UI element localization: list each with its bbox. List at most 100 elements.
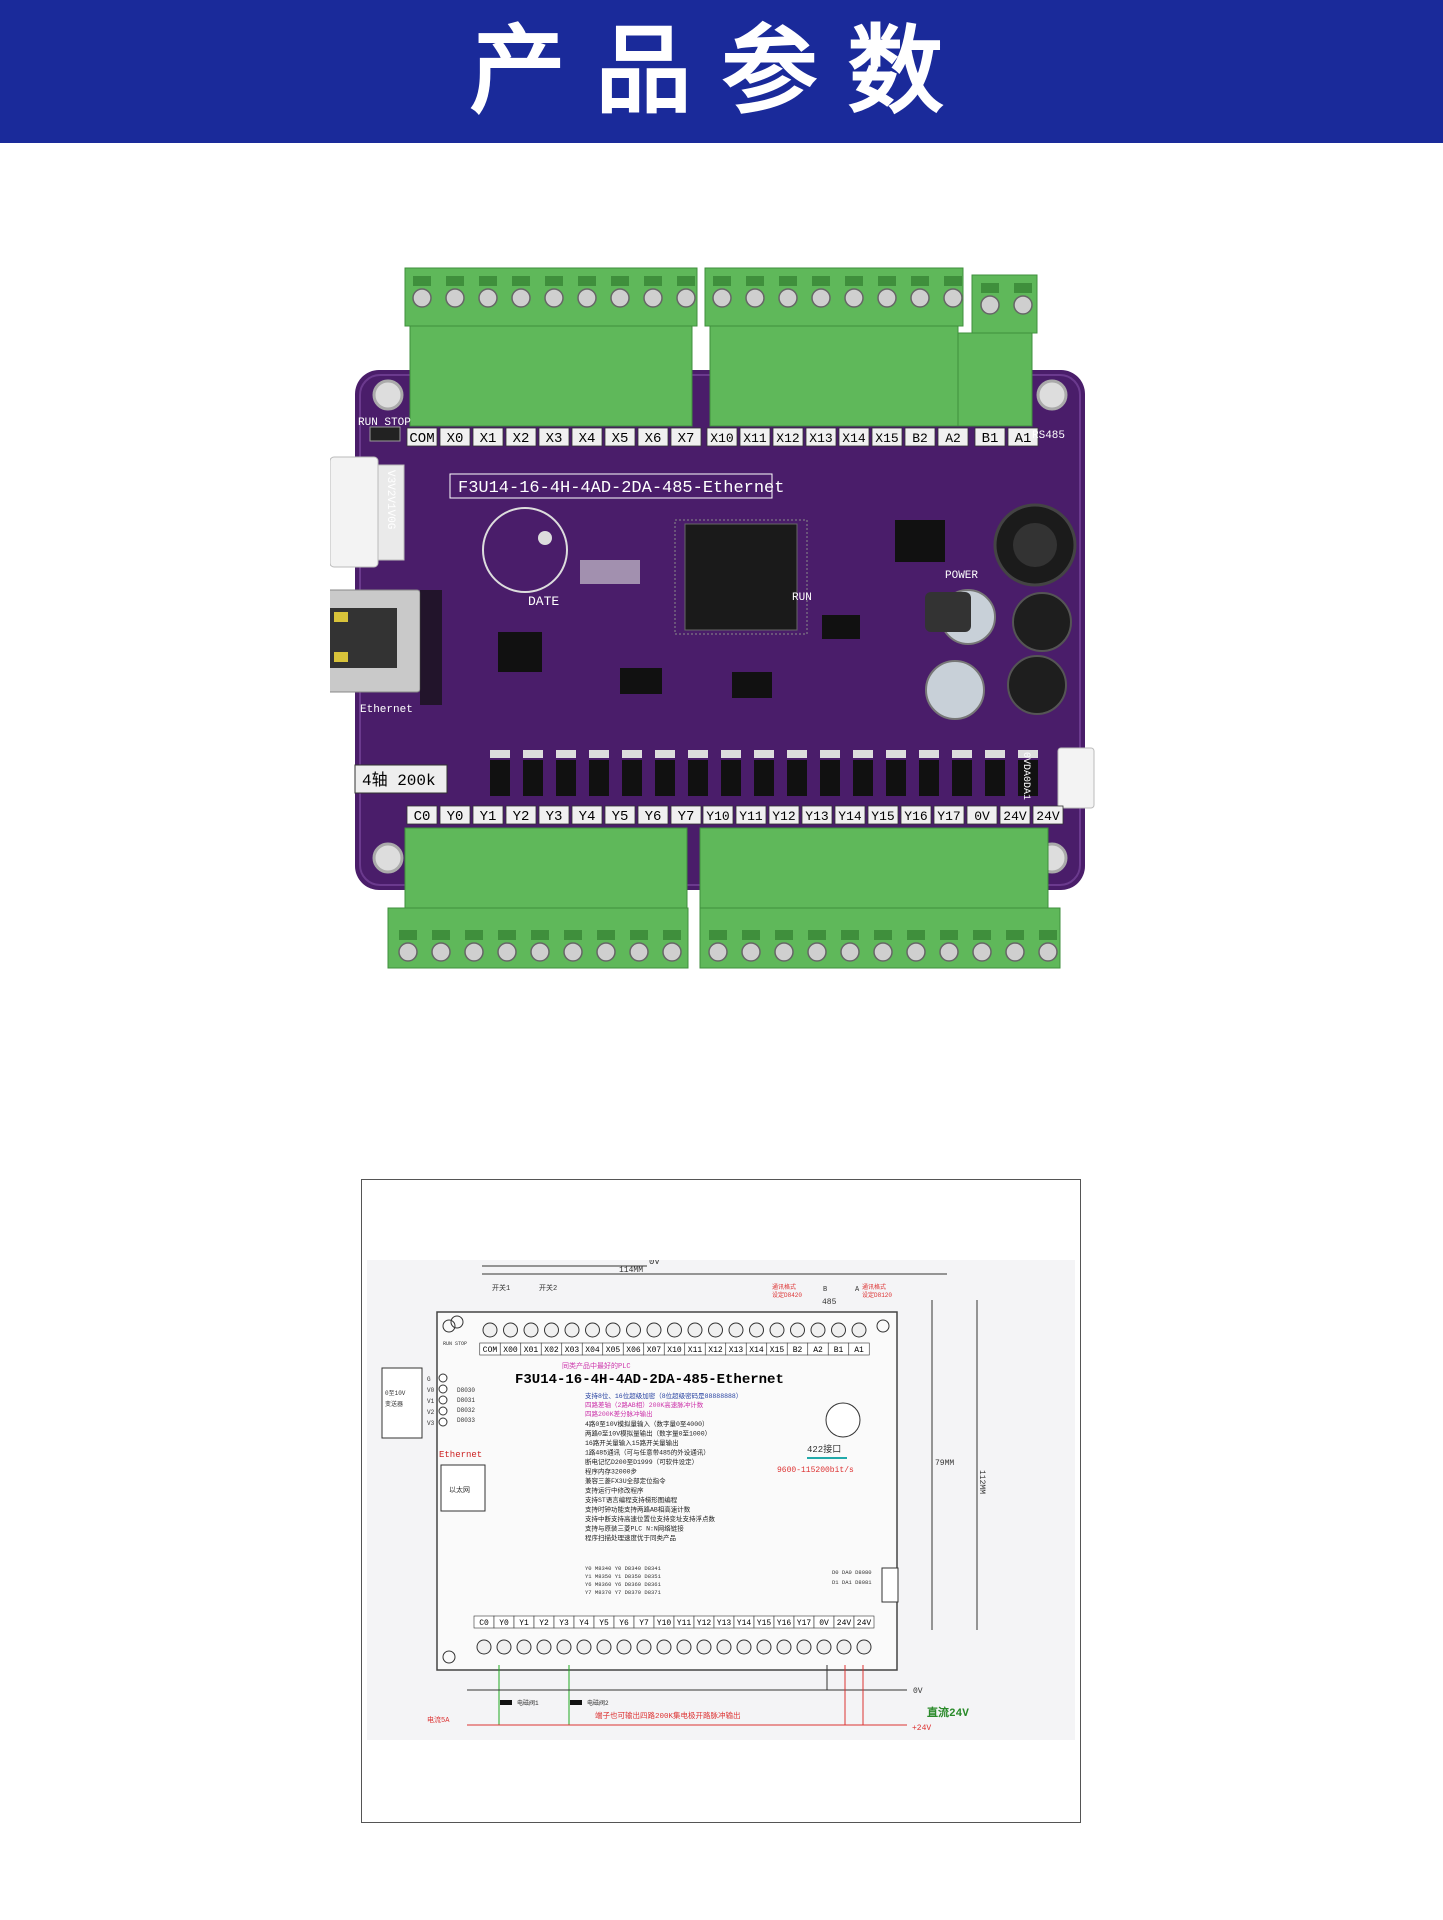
- terminal-slot: [564, 930, 582, 940]
- axis-badge: 4轴 200k: [362, 771, 436, 790]
- top-terminal-block-1: [404, 267, 698, 427]
- output-transistor: [919, 760, 939, 796]
- diagram-screw: [810, 1322, 826, 1338]
- dim-height-inner: 79MM: [935, 1459, 954, 1468]
- terminal-label: X11: [743, 431, 767, 446]
- ad-label: V0: [427, 1387, 435, 1394]
- screw: [431, 942, 451, 962]
- terminal-slot: [911, 276, 929, 286]
- terminal-slot: [841, 930, 859, 940]
- diagram-terminal-label: X00: [503, 1346, 518, 1355]
- diagram-din-connector: [825, 1402, 861, 1438]
- diagram-terminal-label: B2: [793, 1346, 803, 1355]
- feature-line: 支持ST语言编程支持梯形图编程: [585, 1495, 678, 1504]
- output-transistor: [820, 760, 840, 796]
- ad-label: V1: [427, 1398, 435, 1405]
- terminal-label: C0: [414, 809, 431, 825]
- diagram-screw: [816, 1639, 832, 1655]
- terminal-label: Y13: [805, 809, 828, 824]
- screw: [398, 942, 418, 962]
- screw: [563, 942, 583, 962]
- screw: [1038, 942, 1058, 962]
- diagram-ethernet: Ethernet: [439, 1450, 482, 1460]
- date-label: DATE: [528, 594, 559, 609]
- diagram-terminal-label: Y14: [737, 1619, 752, 1628]
- mcu-chip: [684, 523, 798, 631]
- rtc-battery: [482, 507, 568, 593]
- wiring-diagram: 114MM 0V 开关1 开关2 B A 485 通讯格式 设定D8420 通讯…: [367, 1257, 1075, 1740]
- y-register: Y0 M8340 Y0 D8340 D8341: [585, 1565, 662, 1572]
- valve2: 电磁阀2: [587, 1699, 609, 1707]
- terminal-label: COM: [409, 431, 434, 447]
- diagram-terminal-label: X06: [626, 1346, 641, 1355]
- net-box: 以太网: [449, 1485, 470, 1495]
- side-connector: [329, 456, 379, 568]
- output-note: 端子也可输出四路200K集电极开路脉冲输出: [595, 1710, 741, 1721]
- terminal-label: Y14: [838, 809, 862, 824]
- terminal-label: X4: [579, 431, 596, 447]
- label-485: 485: [822, 1298, 837, 1307]
- terminal-label: Y1: [480, 809, 497, 825]
- terminal-label: 24V: [1036, 809, 1060, 824]
- terminal-label: X3: [546, 431, 563, 447]
- screw: [906, 942, 926, 962]
- y-register: Y6 M8360 Y6 D8360 D8361: [585, 1581, 662, 1588]
- y-register: Y7 M8370 Y7 D8370 D8371: [585, 1589, 662, 1596]
- diagram-terminal-label: 24V: [857, 1619, 872, 1628]
- diagram-screw: [536, 1639, 552, 1655]
- diagram-screw: [851, 1322, 867, 1338]
- output-transistor: [589, 760, 609, 796]
- diagram-terminal-label: X02: [544, 1346, 559, 1355]
- feature-line: 支持运行中修改程序: [585, 1486, 644, 1495]
- terminal-slot: [874, 930, 892, 940]
- terminal-label: Y12: [772, 809, 795, 824]
- terminal-slot: [775, 930, 793, 940]
- terminal-label: 0V: [974, 809, 990, 824]
- diagram-screw: [516, 1639, 532, 1655]
- screw: [497, 942, 517, 962]
- diagram-board-outline: [436, 1311, 898, 1671]
- diagram-screw: [708, 1322, 723, 1338]
- screw: [741, 942, 761, 962]
- screw: [873, 942, 893, 962]
- diagram-terminal-label: C0: [479, 1619, 489, 1628]
- output-transistor: [523, 760, 543, 796]
- screw: [629, 942, 649, 962]
- terminal-label: Y11: [739, 809, 763, 824]
- ad-label: V3: [427, 1420, 435, 1427]
- terminal-label: X5: [612, 431, 629, 447]
- output-transistor: [952, 760, 972, 796]
- output-transistor: [1018, 760, 1038, 796]
- screw: [577, 288, 597, 308]
- diagram-terminal-label: Y10: [657, 1619, 672, 1628]
- feature-line: 支持中断支持高速位置位支持变址支持浮点数: [585, 1514, 716, 1523]
- screw: [530, 942, 550, 962]
- terminal-label: Y0: [447, 809, 464, 825]
- da-connector: [1057, 747, 1095, 809]
- top-terminal-block-3: [957, 274, 1038, 427]
- diagram-terminal-label: X01: [524, 1346, 539, 1355]
- screw: [511, 288, 531, 308]
- terminal-slot: [973, 930, 991, 940]
- terminal-label: X10: [710, 431, 733, 446]
- diagram-terminal-label: COM: [483, 1346, 498, 1355]
- diagram-terminal-label: Y16: [777, 1619, 792, 1628]
- screw: [544, 288, 564, 308]
- diagram-terminal-label: 24V: [837, 1619, 852, 1628]
- dim-zero-v: 0V: [649, 1260, 660, 1267]
- ad-label: G: [427, 1376, 431, 1383]
- diagram-screw: [667, 1322, 682, 1338]
- a-label: A: [855, 1286, 860, 1294]
- terminal-slot: [479, 276, 497, 286]
- diagram-screw: [523, 1322, 539, 1338]
- comm-note-1a: 通讯格式: [772, 1283, 796, 1291]
- screw: [774, 942, 794, 962]
- terminal-slot: [907, 930, 925, 940]
- bottom-terminal-block-1: [387, 827, 689, 969]
- diagram-terminal-label: Y13: [717, 1619, 732, 1628]
- terminal-label: X1: [480, 431, 497, 447]
- pink-note: 同类产品中最好的PLC: [562, 1361, 631, 1371]
- output-transistor: [688, 760, 708, 796]
